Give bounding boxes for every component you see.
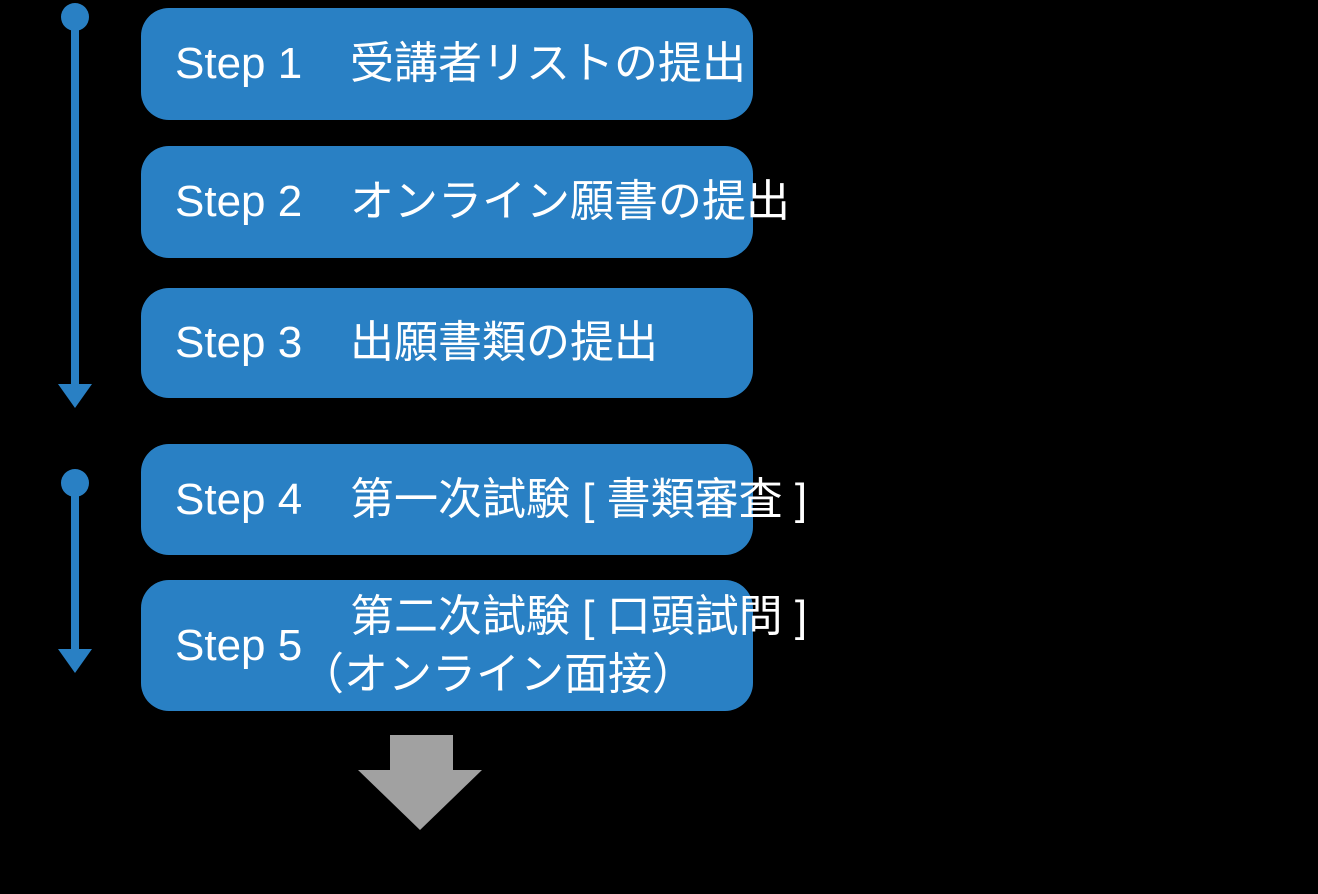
step-label: Step 3 xyxy=(175,318,303,368)
step-title: 出願書類の提出 xyxy=(350,318,658,368)
step-label: Step 1 xyxy=(175,39,303,89)
timeline-down-arrow-phase1-icon xyxy=(58,3,92,408)
timeline-down-arrow-phase2-icon xyxy=(58,469,92,673)
step-label: Step 4 xyxy=(175,474,303,524)
step-title: オンライン願書の提出 xyxy=(350,177,790,227)
step-title: 第一次試験 [ 書類審査 ] xyxy=(350,474,808,524)
step-text: 第二次試験 [ 口頭試問 ] （オンライン面接） xyxy=(300,588,808,702)
step-title: 第二次試験 [ 口頭試問 ] xyxy=(350,592,808,642)
step-box-3: Step 3 出願書類の提出 xyxy=(141,288,753,398)
step-label: Step 2 xyxy=(175,177,303,227)
step-box-1: Step 1 受講者リストの提出 xyxy=(141,8,753,120)
step-title: 受講者リストの提出 xyxy=(350,39,746,89)
step-box-2: Step 2 オンライン願書の提出 xyxy=(141,146,790,258)
step-subtitle: （オンライン面接） xyxy=(300,649,696,699)
proceed-block-down-arrow-icon xyxy=(358,735,482,830)
step-box-4: Step 4 第一次試験 [ 書類審査 ] xyxy=(141,444,807,555)
step-label: Step 5 xyxy=(175,620,303,670)
step-box-5: Step 5 第二次試験 [ 口頭試問 ] （オンライン面接） xyxy=(141,580,807,711)
